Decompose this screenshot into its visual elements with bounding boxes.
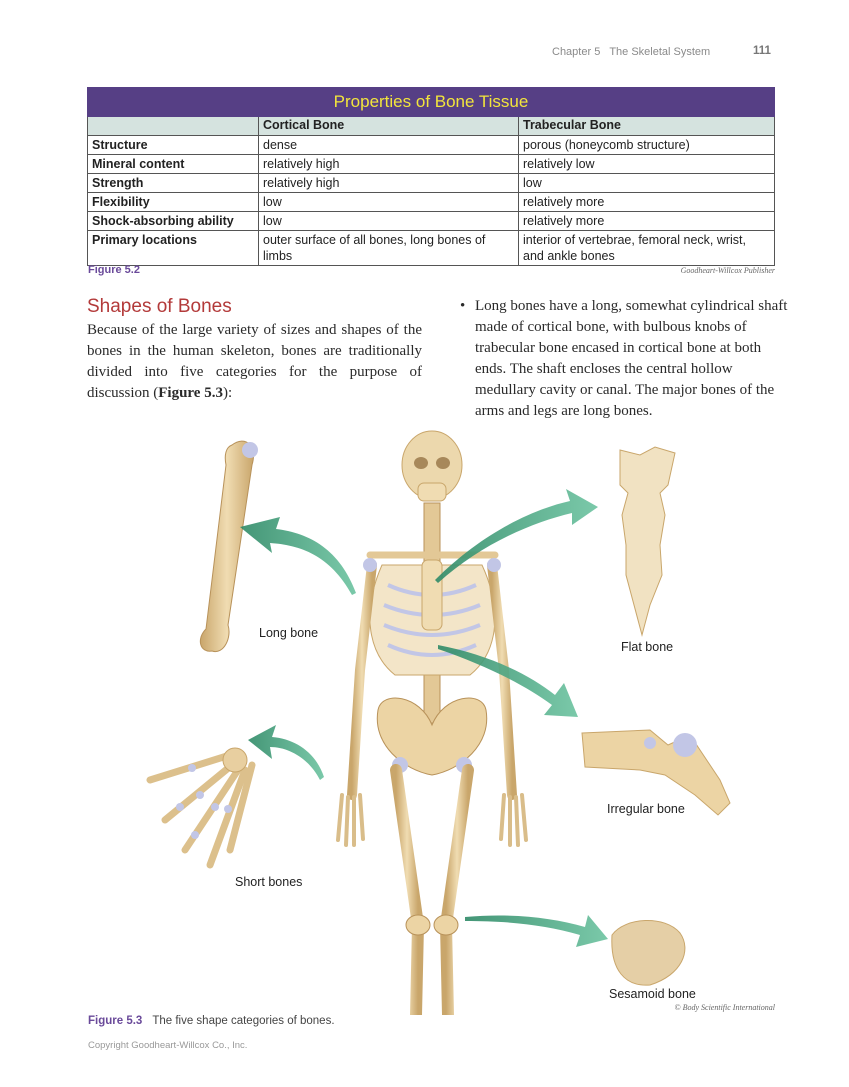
- figure-5-3-caption: Figure 5.3 The five shape categories of b…: [88, 1015, 335, 1027]
- section-heading: Shapes of Bones: [87, 296, 232, 317]
- figure-credit: © Body Scientific International: [674, 1003, 776, 1012]
- bullet-icon: •: [460, 298, 466, 314]
- row-label: Primary locations: [87, 230, 259, 266]
- column-header-empty: [87, 116, 259, 136]
- trabecular-cell: porous (honeycomb structure): [518, 135, 775, 155]
- intro-text-end: ):: [222, 385, 233, 401]
- trabecular-cell: interior of vertebrae, femoral neck, wri…: [518, 230, 775, 266]
- sesamoid-bone-icon: [611, 920, 686, 986]
- running-head: Chapter 5 The Skeletal System: [552, 46, 710, 58]
- bone-shapes-figure: Long bone Flat bone Irregular bone Short…: [120, 425, 780, 1015]
- caption-text: The five shape categories of bones.: [152, 1015, 335, 1027]
- chapter-title: The Skeletal System: [609, 46, 711, 58]
- irregular-bone-label: Irregular bone: [607, 802, 685, 816]
- intro-text: Because of the large variety of sizes an…: [87, 322, 422, 401]
- long-bones-bullet: • Long bones have a long, somewhat cylin…: [460, 296, 795, 422]
- figure-reference: Figure 5.3: [158, 385, 223, 401]
- cortical-cell: dense: [258, 135, 519, 155]
- sesamoid-bone-label: Sesamoid bone: [609, 987, 696, 1001]
- long-bone-label: Long bone: [259, 626, 319, 640]
- bone-tissue-properties-table: Properties of Bone Tissue Cortical Bone …: [87, 87, 775, 266]
- irregular-bone-icon: [581, 729, 731, 816]
- trabecular-cell: low: [518, 173, 775, 193]
- long-bone-icon: [199, 440, 258, 653]
- cortical-cell: relatively high: [258, 173, 519, 193]
- table-row: Structure dense porous (honeycomb struct…: [87, 135, 775, 155]
- page-number: 111: [753, 45, 771, 57]
- arrow-short-bones-icon: [248, 725, 324, 780]
- row-label: Structure: [87, 135, 259, 155]
- table-row: Strength relatively high low: [87, 173, 775, 193]
- flat-bone-label: Flat bone: [621, 640, 674, 654]
- table-row: Flexibility low relatively more: [87, 192, 775, 212]
- table-title: Properties of Bone Tissue: [87, 87, 775, 117]
- table-row: Shock-absorbing ability low relatively m…: [87, 211, 775, 231]
- trabecular-cell: relatively more: [518, 211, 775, 231]
- chapter-number: Chapter 5: [552, 46, 601, 58]
- column-header-cortical: Cortical Bone: [258, 116, 519, 136]
- arrow-long-bone-icon: [240, 517, 356, 595]
- table-column-header-row: Cortical Bone Trabecular Bone: [87, 116, 775, 136]
- row-label: Shock-absorbing ability: [87, 211, 259, 231]
- skeleton-illustration: [146, 430, 731, 1015]
- cortical-cell: outer surface of all bones, long bones o…: [258, 230, 519, 266]
- row-label: Flexibility: [87, 192, 259, 212]
- bullet-text: Long bones have a long, somewhat cylindr…: [475, 298, 788, 419]
- trabecular-cell: relatively low: [518, 154, 775, 174]
- column-header-trabecular: Trabecular Bone: [518, 116, 775, 136]
- trabecular-cell: relatively more: [518, 192, 775, 212]
- row-label: Strength: [87, 173, 259, 193]
- arrow-flat-bone-icon: [435, 489, 598, 583]
- table-credit: Goodheart-Willcox Publisher: [680, 266, 775, 275]
- figure-5-2-label: Figure 5.2: [88, 264, 140, 276]
- skeleton-icon: [336, 430, 528, 1015]
- table-row: Mineral content relatively high relative…: [87, 154, 775, 174]
- figure-number: Figure 5.3: [88, 1015, 143, 1027]
- intro-paragraph: Because of the large variety of sizes an…: [87, 320, 422, 404]
- copyright-footer: Copyright Goodheart-Willcox Co., Inc.: [88, 1040, 248, 1051]
- cortical-cell: relatively high: [258, 154, 519, 174]
- cortical-cell: low: [258, 211, 519, 231]
- cortical-cell: low: [258, 192, 519, 212]
- table-row: Primary locations outer surface of all b…: [87, 230, 775, 266]
- short-bones-label: Short bones: [235, 875, 303, 889]
- arrow-sesamoid-bone-icon: [465, 915, 608, 947]
- arrow-irregular-bone-icon: [438, 645, 578, 717]
- row-label: Mineral content: [87, 154, 259, 174]
- arrow-icons: [240, 489, 608, 947]
- short-bones-icon: [146, 747, 256, 869]
- flat-bone-icon: [619, 446, 676, 637]
